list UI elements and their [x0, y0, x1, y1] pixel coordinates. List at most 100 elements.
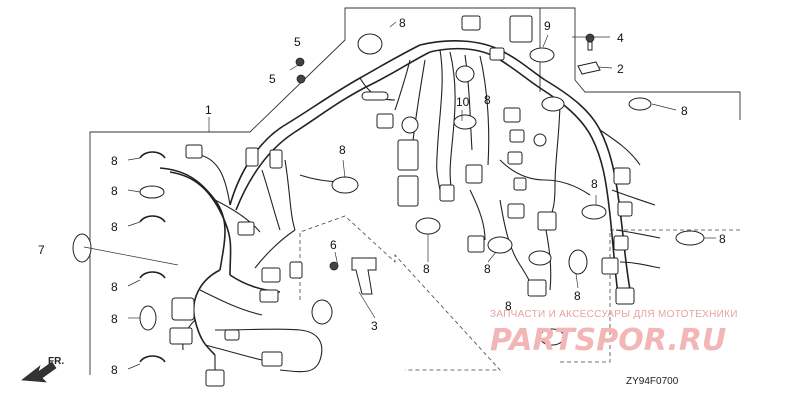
connector [237, 221, 255, 236]
watermark-subtitle: ЗАПЧАСТИ И АКСЕССУАРЫ ДЛЯ МОТОТЕХНИКИ [490, 309, 738, 320]
callout-8-h: 8 [399, 16, 406, 30]
clip [541, 96, 565, 112]
bracket [351, 257, 377, 295]
callout-6: 6 [330, 238, 337, 252]
connector [507, 151, 523, 165]
callout-8-o: 8 [574, 289, 581, 303]
callout-10: 10 [456, 95, 470, 109]
connector [361, 91, 389, 101]
terminal [577, 61, 601, 75]
callout-3: 3 [371, 319, 378, 333]
drawing-code: ZY94F0700 [626, 376, 679, 387]
connector [439, 184, 455, 202]
callout-8-m: 8 [423, 262, 430, 276]
callout-8-p: 8 [505, 299, 512, 313]
connector [601, 257, 619, 275]
connector [259, 289, 279, 303]
callout-8-l: 8 [719, 232, 726, 246]
connector [613, 167, 631, 185]
callout-labels: 1 2 3 4 5 5 6 7 8 8 8 8 8 8 8 8 8 8 8 8 … [38, 16, 726, 377]
clip [139, 271, 166, 279]
bolt [295, 57, 305, 67]
callout-2: 2 [617, 62, 624, 76]
connector [615, 287, 635, 305]
clip [487, 236, 513, 254]
callout-7: 7 [38, 243, 45, 257]
callout-8-k: 8 [591, 177, 598, 191]
clip [529, 47, 555, 63]
connector [376, 113, 394, 129]
connector [171, 297, 195, 321]
connector [465, 164, 483, 184]
clip [455, 65, 475, 83]
connector [503, 107, 521, 123]
clip [139, 151, 166, 159]
clip [568, 249, 588, 275]
connector [513, 177, 527, 191]
clip [453, 114, 477, 130]
callout-8-c: 8 [111, 220, 118, 234]
callout-8-f: 8 [111, 363, 118, 377]
connector [527, 279, 547, 297]
connector [537, 211, 557, 231]
connector [224, 329, 240, 341]
wire-harness [159, 40, 661, 378]
connector [613, 235, 629, 251]
clip [139, 215, 166, 223]
callout-5b: 5 [269, 72, 276, 86]
callout-8-e: 8 [111, 312, 118, 326]
callout-4: 4 [617, 31, 624, 45]
callout-9: 9 [544, 19, 551, 33]
watermark: ЗАПЧАСТИ И АКСЕССУАРЫ ДЛЯ МОТОТЕХНИКИ PA… [490, 309, 738, 358]
clip [581, 204, 607, 220]
watermark-brand: PARTSPOR.RU [490, 323, 726, 358]
front-direction-indicator: FR. [21, 356, 64, 383]
callout-8-b: 8 [111, 184, 118, 198]
clip [139, 185, 165, 199]
callout-8-d: 8 [111, 280, 118, 294]
connector [289, 261, 303, 279]
connector [461, 15, 481, 31]
bolt [296, 74, 306, 84]
connector [489, 47, 505, 61]
connector [169, 327, 193, 345]
connector [205, 369, 225, 387]
bolt [587, 41, 593, 51]
clip [628, 97, 652, 111]
clip [539, 328, 565, 346]
clip [139, 355, 166, 363]
clip [415, 217, 441, 235]
connector [509, 129, 525, 143]
connector [185, 144, 203, 159]
sub-assembly-frame [89, 7, 741, 375]
bolt [329, 261, 339, 271]
callout-8-g: 8 [339, 143, 346, 157]
callout-8-n: 8 [484, 262, 491, 276]
connector [397, 175, 419, 207]
connector-group-left [169, 144, 303, 387]
connector [507, 203, 525, 219]
callout-8-j: 8 [681, 104, 688, 118]
clip [675, 230, 705, 246]
clip [331, 176, 359, 194]
leader-lines [83, 21, 716, 370]
hardware-group [295, 33, 601, 295]
connector [509, 15, 533, 43]
clip [357, 33, 383, 55]
arrow-icon [21, 361, 57, 383]
connector-group-center [361, 15, 533, 253]
connector [245, 147, 259, 167]
clip [139, 305, 157, 331]
connector [533, 133, 547, 147]
connector [397, 139, 419, 171]
connector [401, 116, 419, 134]
connector [617, 201, 633, 217]
callout-1: 1 [205, 103, 212, 117]
connector-group-right [503, 107, 635, 305]
connector [269, 149, 283, 169]
callout-5a: 5 [294, 35, 301, 49]
callout-8-i: 8 [484, 93, 491, 107]
front-label: FR. [48, 356, 64, 367]
clip [311, 299, 333, 325]
